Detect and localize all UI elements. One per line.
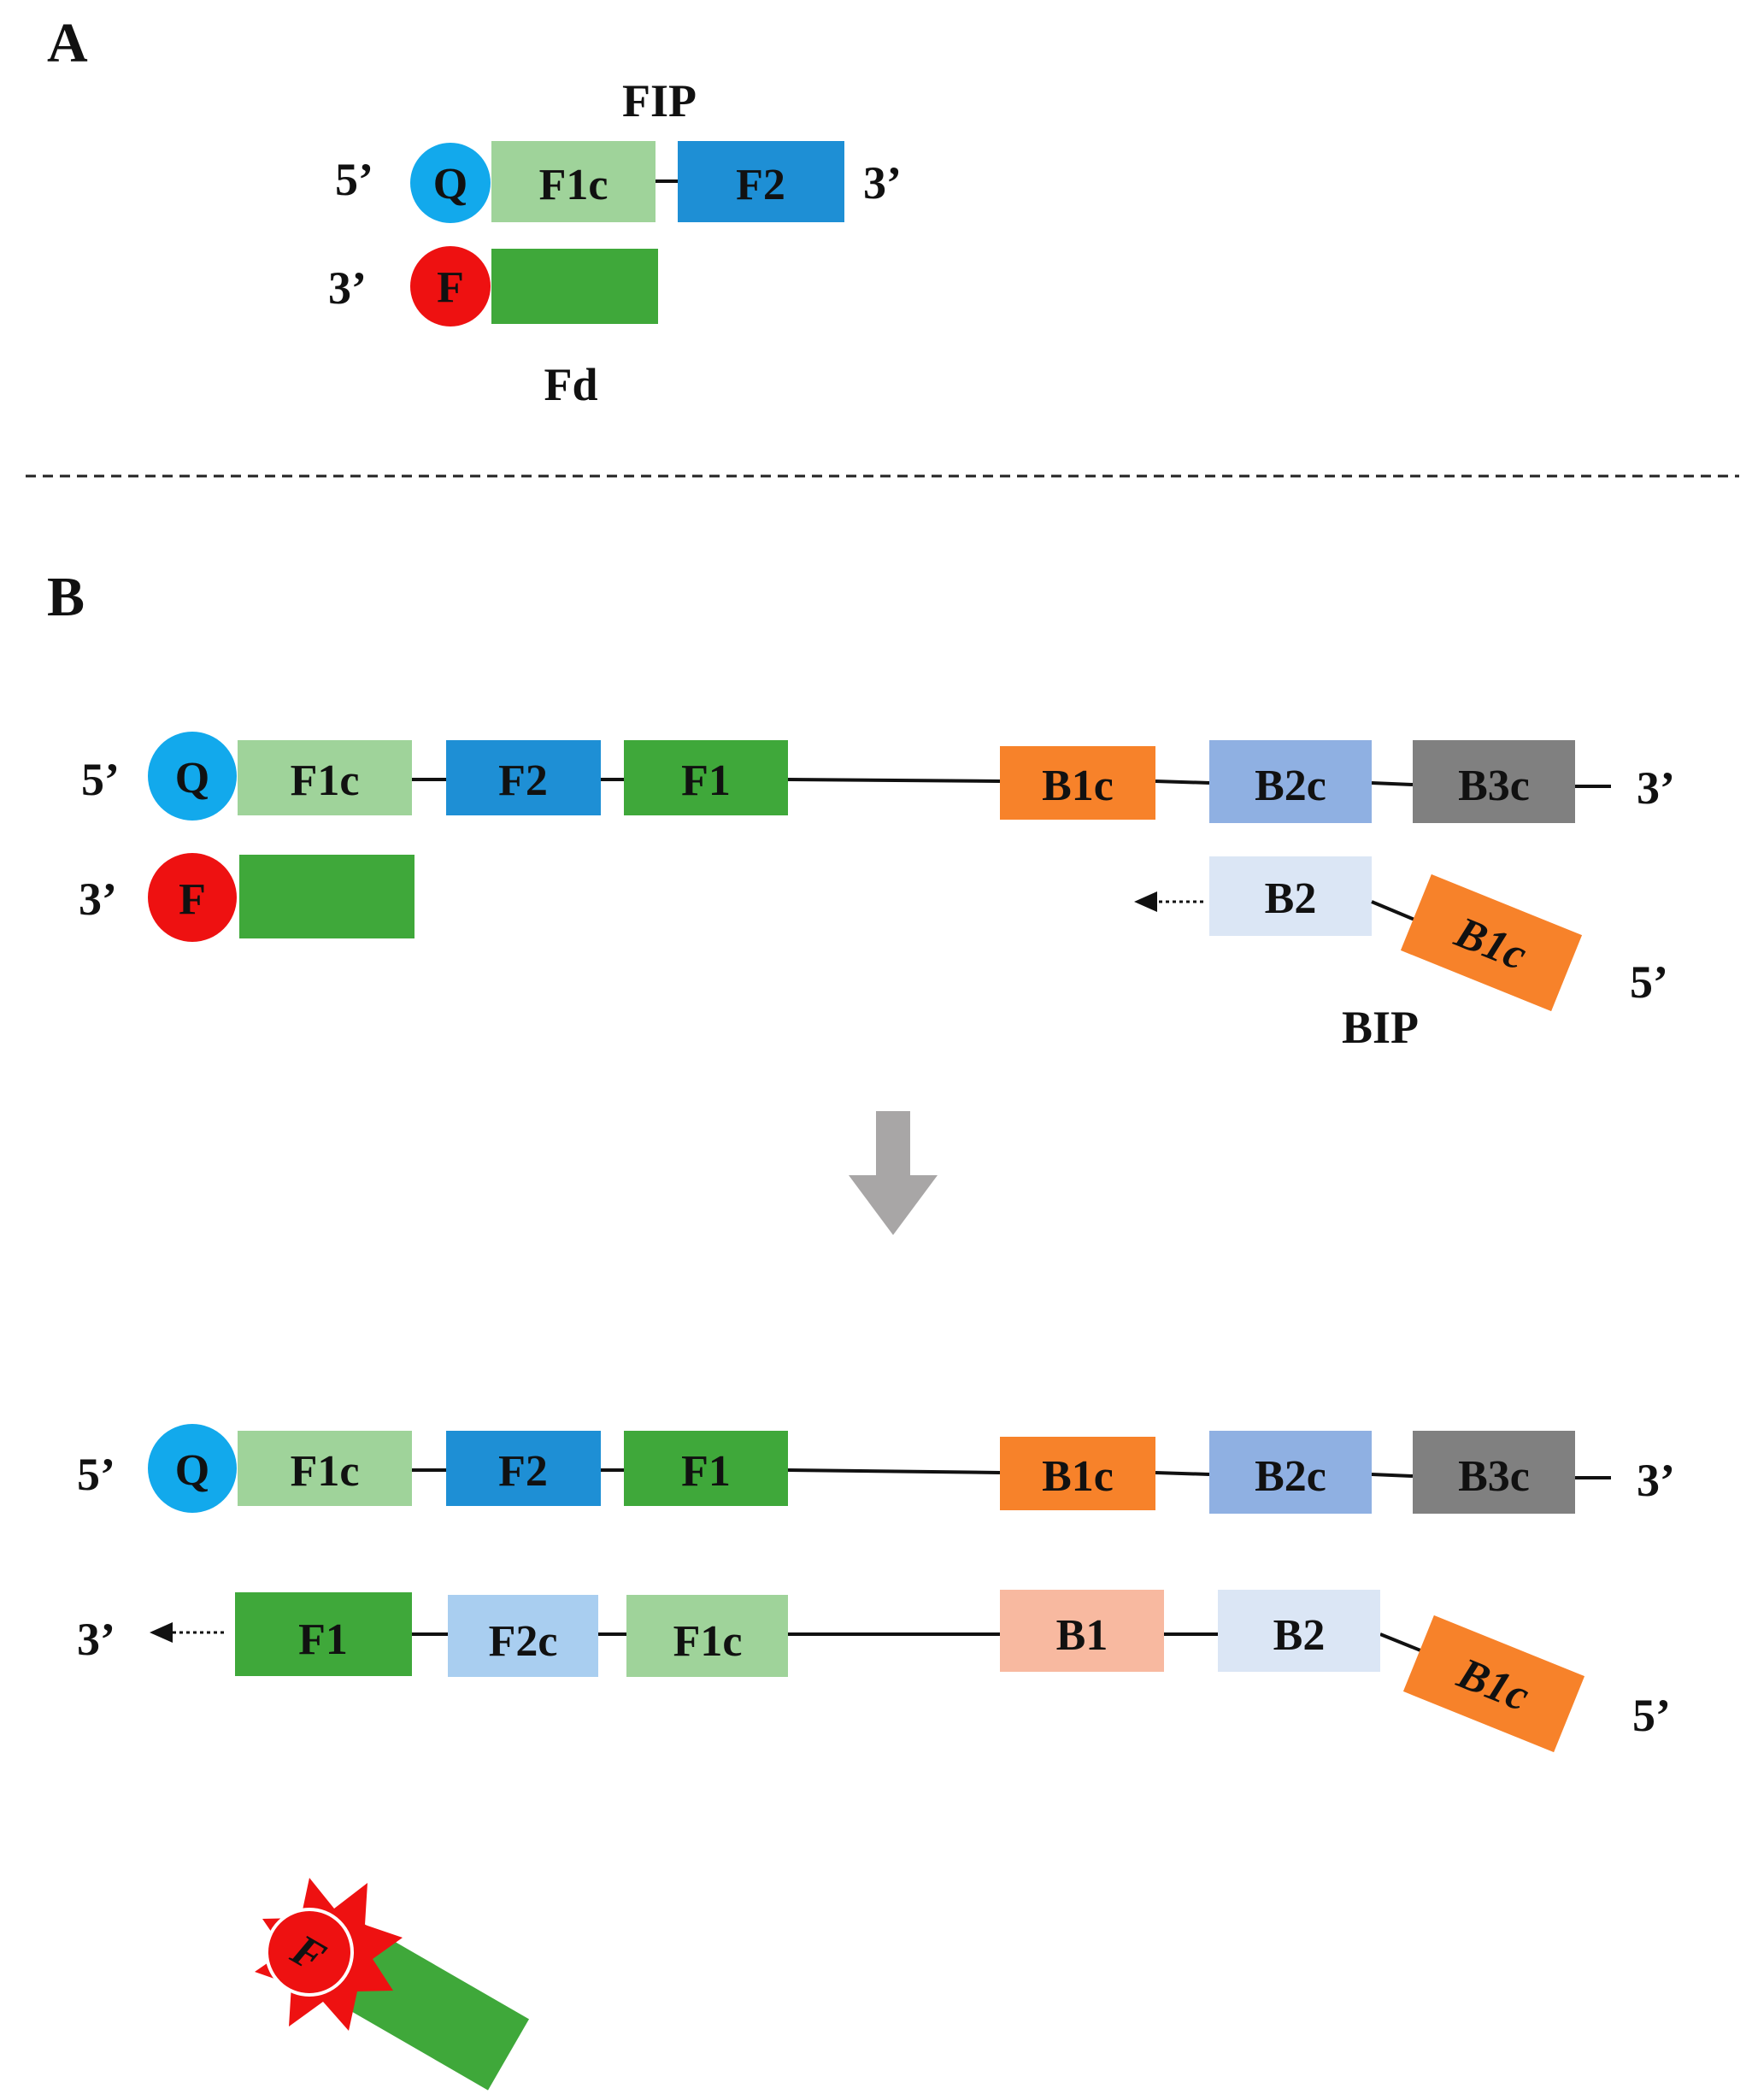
block-b2 — [1209, 856, 1372, 936]
bip-primer: B2 B1c 5’ BIP — [1134, 856, 1668, 1053]
block-b3c — [1413, 1431, 1575, 1514]
bip-b1c-tilted: B1c — [1400, 874, 1583, 1012]
block-b1-label: B1 — [1056, 1611, 1108, 1660]
quencher-label: Q — [175, 754, 209, 803]
block-f2 — [446, 1431, 601, 1506]
block-f2-label: F2 — [498, 756, 548, 805]
block-b2-label: B2 — [1265, 874, 1317, 923]
template-strand-top: 5’ 3’ Q F1c F2 F1 B1c B2c B3c — [81, 732, 1675, 823]
block-f1c-label: F1c — [673, 1617, 743, 1666]
block-f2 — [446, 740, 601, 815]
block-b1c — [1000, 1437, 1155, 1510]
block-f1c — [626, 1595, 788, 1677]
fip-title: FIP — [622, 75, 697, 126]
block-b3c-label: B3c — [1458, 1452, 1530, 1501]
block-f1 — [235, 1592, 412, 1676]
block-f1c — [238, 1431, 412, 1506]
panel-a-label: A — [47, 12, 88, 74]
product-strand: 3’ F1 F2c F1c B1 B2 B1c 5’ — [77, 1590, 1671, 1753]
block-b2 — [1218, 1590, 1380, 1672]
fd-strand-3prime: 3’ — [79, 874, 117, 925]
block-b1c-label: B1c — [1042, 1452, 1114, 1501]
template-top-3prime: 3’ — [1637, 762, 1675, 814]
bip-5prime: 5’ — [1630, 956, 1668, 1008]
block-f2 — [678, 141, 844, 222]
block-f2c-label: F2c — [489, 1617, 558, 1666]
block-b1c — [1400, 874, 1583, 1012]
fluorophore-circle — [410, 246, 491, 326]
block-b1c — [1402, 1615, 1585, 1753]
fd-block — [491, 249, 658, 324]
block-f1c-label: F1c — [291, 1447, 360, 1496]
block-f2c — [448, 1595, 598, 1677]
template-bottom-5prime: 5’ — [77, 1449, 115, 1500]
block-f1-label: F1 — [681, 1447, 731, 1496]
product-3prime: 3’ — [77, 1614, 115, 1665]
block-b3c-label: B3c — [1458, 762, 1530, 810]
block-f1c-label: F1c — [291, 756, 360, 805]
fluorophore-label: F — [179, 875, 206, 924]
template-top-5prime: 5’ — [81, 754, 120, 805]
block-f2-label: F2 — [736, 161, 785, 209]
block-f1-label: F1 — [681, 756, 731, 805]
bip-title: BIP — [1342, 1002, 1419, 1053]
quencher-label: Q — [175, 1446, 209, 1495]
fluorophore-circle — [265, 1908, 354, 1997]
block-f1c — [238, 740, 412, 815]
block-b1c-label: B1c — [1042, 762, 1114, 810]
quencher-circle — [148, 732, 237, 821]
block-b3c — [1413, 740, 1575, 823]
template-strand-bottom: 5’ 3’ Q F1c F2 F1 B1c B2c B3c — [77, 1424, 1675, 1514]
block-f2-label: F2 — [498, 1447, 548, 1496]
released-fd-probe: F — [255, 1878, 529, 2091]
block-b2c — [1209, 740, 1372, 823]
block-f1 — [624, 1431, 788, 1506]
template-bottom-3prime: 3’ — [1637, 1455, 1675, 1506]
block-f1c-label: F1c — [539, 161, 608, 209]
fd-3prime-label: 3’ — [328, 262, 367, 314]
fluorophore-label: F — [437, 263, 464, 312]
fd-fluorophore: F — [410, 246, 491, 326]
fd-block — [239, 855, 414, 938]
block-f1c — [491, 141, 656, 222]
quencher-circle — [148, 1424, 237, 1513]
panel-b-label: B — [47, 566, 85, 628]
block-b2-label: B2 — [1273, 1611, 1326, 1660]
quencher-circle — [410, 143, 491, 223]
quencher-label: Q — [433, 160, 467, 209]
block-b2c — [1209, 1431, 1372, 1514]
product-5prime: 5’ — [1632, 1690, 1671, 1741]
block-b2c-label: B2c — [1255, 762, 1326, 810]
block-b1 — [1000, 1590, 1164, 1672]
fd-title: Fd — [544, 359, 597, 410]
fip-3prime-label: 3’ — [863, 157, 902, 209]
block-b2c-label: B2c — [1255, 1452, 1326, 1501]
fip-5prime-label: 5’ — [335, 154, 373, 205]
block-f1-label: F1 — [298, 1615, 348, 1664]
fd-strand: 3’ F — [79, 853, 414, 942]
block-f1 — [624, 740, 788, 815]
fluorophore-circle — [148, 853, 237, 942]
fip-quencher: Q — [410, 143, 491, 223]
product-b1c-tilted: B1c — [1402, 1615, 1585, 1753]
transition-arrow — [849, 1111, 938, 1235]
block-b1c — [1000, 746, 1155, 820]
